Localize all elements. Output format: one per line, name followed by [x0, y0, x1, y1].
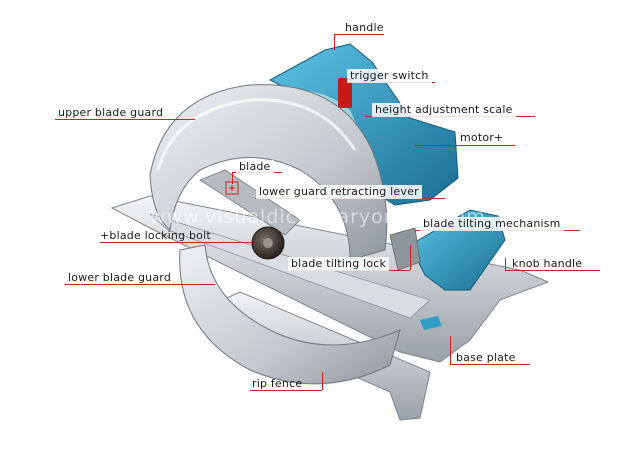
- label-lower-blade-guard: lower blade guard: [68, 271, 172, 284]
- label-handle: handle: [345, 21, 384, 34]
- label-knob-handle: knob handle: [512, 257, 583, 270]
- label-motor: motor+: [460, 131, 504, 144]
- label-trigger-switch: trigger switch: [347, 69, 432, 83]
- label-rip-fence: rip fence: [252, 377, 303, 390]
- label-blade-locking-bolt: +blade locking bolt: [100, 229, 211, 242]
- label-blade-tilting-mechanism: blade tilting mechanism: [420, 217, 564, 231]
- base-plate-knob-shape: [420, 316, 442, 330]
- label-upper-blade-guard: upper blade guard: [58, 106, 164, 119]
- watermark: www.visualdictionaryonline.com: [150, 206, 486, 228]
- lower-guard-retracting-lever-shape: [199, 169, 301, 236]
- label-height-adjustment-scale: height adjustment scale: [372, 103, 516, 117]
- lower-blade-guard-shape: [179, 244, 401, 385]
- trigger-switch-shape: [338, 78, 352, 108]
- blade-tilting-lock-shape: [389, 227, 421, 271]
- label-blade: blade: [236, 160, 274, 174]
- label-blade-tilting-lock: blade tilting lock: [288, 257, 390, 271]
- upper-blade-guard-shape: [149, 84, 388, 261]
- label-lower-guard-retracting-lever: lower guard retracting lever: [256, 185, 422, 199]
- label-base-plate: base plate: [456, 351, 516, 364]
